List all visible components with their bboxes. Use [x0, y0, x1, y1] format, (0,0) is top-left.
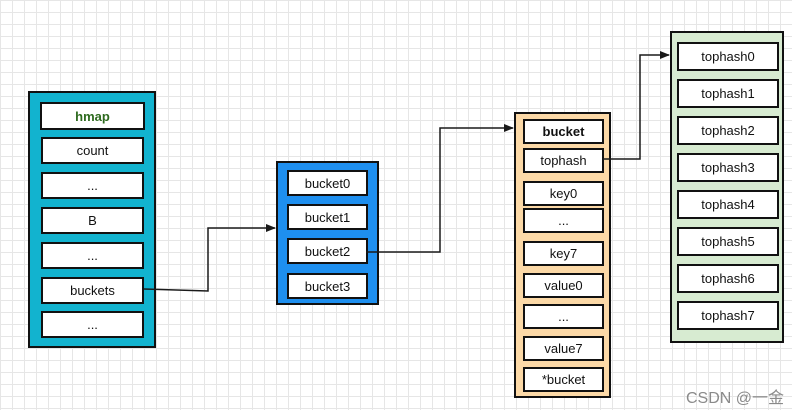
bucket-title: bucket: [523, 119, 604, 144]
tophash-item-7: tophash7: [677, 301, 779, 330]
tophash-item-4: tophash4: [677, 190, 779, 219]
tophash-item-3: tophash3: [677, 153, 779, 182]
hmap-field-ellipsis-1: ...: [41, 172, 144, 199]
arrow-buckets-to-bucket-array: [143, 224, 276, 292]
bucket-field-value0: value0: [523, 273, 604, 298]
arrow-bucket2-to-bucket-struct: [366, 124, 514, 253]
bucket-struct: bucket tophash key0 ... key7 value0 ... …: [514, 112, 611, 398]
buckets-item-0: bucket0: [287, 170, 368, 196]
tophash-item-5: tophash5: [677, 227, 779, 256]
hmap-field-count: count: [41, 137, 144, 164]
hmap-field-ellipsis-2: ...: [41, 242, 144, 269]
bucket-field-ellipsis-1: ...: [523, 208, 604, 233]
buckets-item-1: bucket1: [287, 204, 368, 230]
tophash-item-1: tophash1: [677, 79, 779, 108]
hmap-title: hmap: [40, 102, 145, 130]
bucket-field-overflow: *bucket: [523, 367, 604, 392]
hmap-field-buckets: buckets: [41, 277, 144, 304]
tophash-item-6: tophash6: [677, 264, 779, 293]
bucket-field-key0: key0: [523, 181, 604, 206]
arrow-tophash-to-tophash-array: [603, 51, 670, 160]
bucket-field-key7: key7: [523, 241, 604, 266]
hmap-struct: hmap count ... B ... buckets ...: [28, 91, 156, 348]
hmap-field-b: B: [41, 207, 144, 234]
bucket-field-value7: value7: [523, 336, 604, 361]
tophash-array: tophash0 tophash1 tophash2 tophash3 toph…: [670, 31, 784, 343]
buckets-item-3: bucket3: [287, 273, 368, 299]
csdn-watermark: CSDN @一金: [685, 390, 784, 407]
buckets-array: bucket0 bucket1 bucket2 bucket3: [276, 161, 379, 305]
bucket-field-ellipsis-2: ...: [523, 304, 604, 329]
tophash-item-0: tophash0: [677, 42, 779, 71]
bucket-field-tophash: tophash: [523, 148, 604, 173]
buckets-item-2: bucket2: [287, 238, 368, 264]
tophash-item-2: tophash2: [677, 116, 779, 145]
hmap-field-ellipsis-3: ...: [41, 311, 144, 338]
